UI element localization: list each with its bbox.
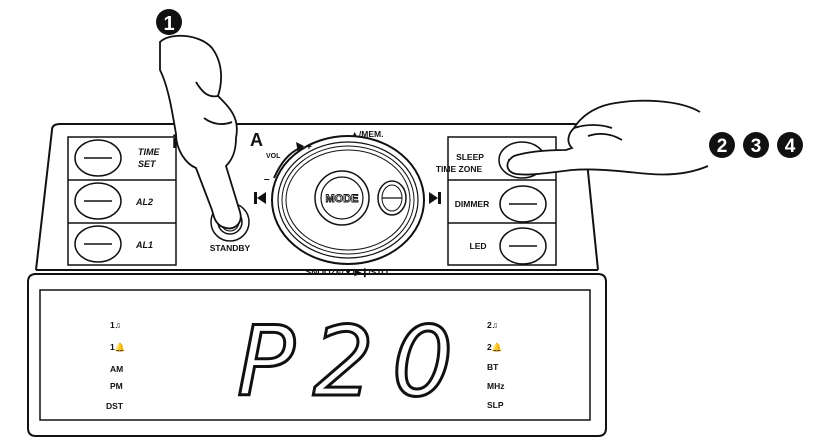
- indicator-alarm1-radio: 1♫: [110, 320, 121, 330]
- hand-pressing-sleep: [506, 99, 709, 176]
- left-indicators: 1♫ 1🔔 AM PM DST: [106, 320, 126, 411]
- indicator-mhz: MHz: [487, 381, 504, 391]
- indicator-pm: PM: [110, 381, 123, 391]
- led-label: LED: [470, 241, 487, 251]
- dimmer-label: DIMMER: [455, 199, 489, 209]
- indicator-alarm2-radio: 2♫: [487, 320, 498, 330]
- brand-fragment-right: A: [250, 130, 263, 150]
- step-marker-1: 1: [156, 9, 182, 35]
- indicator-slp: SLP: [487, 400, 504, 410]
- al1-label: AL1: [135, 240, 153, 250]
- al2-button[interactable]: AL2: [74, 182, 153, 220]
- small-knob-button[interactable]: [377, 180, 407, 216]
- vol-minus: –: [264, 174, 270, 185]
- time-set-label-line1: TIME: [138, 147, 160, 157]
- skip-forward-icon[interactable]: [429, 192, 441, 204]
- indicator-alarm1-buzzer: 1🔔: [110, 342, 126, 352]
- step-marker-4-number: 4: [785, 136, 796, 157]
- hand-pressing-standby: [159, 34, 242, 230]
- indicator-bt: BT: [487, 362, 499, 372]
- time-set-button[interactable]: TIME SET: [74, 139, 160, 177]
- standby-label: STANDBY: [210, 243, 251, 253]
- time-set-label-line2: SET: [138, 159, 157, 169]
- indicator-dst: DST: [106, 401, 124, 411]
- mode-label: MODE: [326, 193, 359, 205]
- display-main-text: P20: [237, 306, 471, 418]
- step-marker-2-number: 2: [717, 136, 728, 157]
- step-marker-3: 3: [743, 132, 769, 158]
- display-panel: 1♫ 1🔔 AM PM DST P20 2♫ 2🔔 BT MHz SLP: [106, 305, 504, 420]
- timezone-label: TIME ZONE: [436, 164, 483, 174]
- sleep-label: SLEEP: [456, 152, 484, 162]
- indicator-am: AM: [110, 364, 123, 374]
- volume-arrow-icon: [273, 142, 304, 179]
- step-marker-3-number: 3: [751, 136, 762, 157]
- step-marker-2: 2: [709, 132, 735, 158]
- dimmer-button[interactable]: DIMMER: [455, 185, 547, 223]
- snooze-label: SNOOZE/▼/▶❙/STO.: [306, 267, 391, 278]
- led-button[interactable]: LED: [470, 227, 547, 265]
- indicator-alarm2-buzzer: 2🔔: [487, 342, 503, 352]
- control-knob[interactable]: ▲/MEM. MODE VOL + – SNOOZE: [254, 129, 441, 278]
- step-marker-4: 4: [777, 132, 803, 158]
- vol-plus: +: [306, 142, 312, 153]
- mode-button[interactable]: MODE: [314, 170, 370, 226]
- al2-label: AL2: [135, 197, 153, 207]
- vol-label: VOL: [266, 153, 281, 160]
- step-marker-1-number: 1: [163, 13, 174, 35]
- right-indicators: 2♫ 2🔔 BT MHz SLP: [487, 320, 504, 410]
- mem-label: ▲/MEM.: [351, 129, 384, 139]
- left-button-panel: TIME SET AL2 AL1: [67, 136, 177, 266]
- skip-back-icon[interactable]: [254, 192, 266, 204]
- al1-button[interactable]: AL1: [74, 225, 153, 263]
